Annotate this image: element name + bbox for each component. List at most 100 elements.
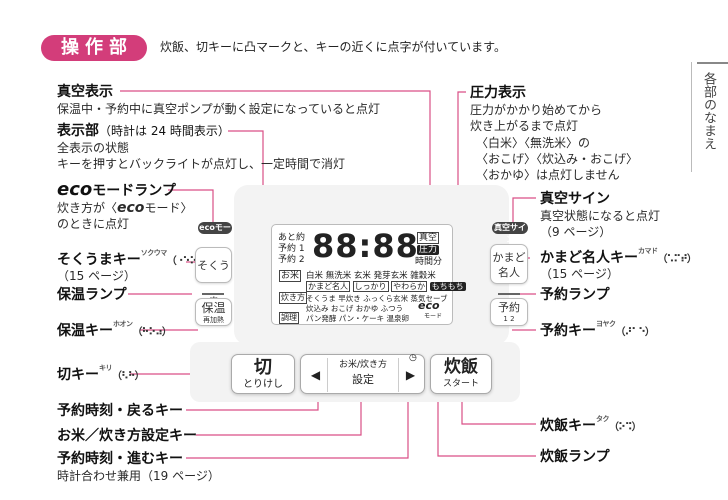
section-title-badge: 操作部 (41, 35, 147, 61)
warm-button-sub: 再加熱 (203, 316, 224, 324)
display-line2: キーを押すとバックライトが点灯し、一定時間で消灯 (57, 157, 346, 171)
eco-lamp-line1-pre: 炊き方が〈 (57, 201, 118, 215)
kamado-button-line2: 名人 (498, 266, 520, 279)
pressure-line2: 炊き上がるまで点灯 (470, 119, 579, 133)
side-rule (691, 62, 692, 172)
eco-mode-lamp: ecoモード (198, 222, 232, 244)
clock-icon: ◷ (409, 353, 417, 363)
lcd-yoyaku1: 予約 1 (278, 244, 305, 254)
off-key-ruby: キリ (99, 364, 113, 372)
setting-button[interactable]: お米/炊き方 設定 (331, 359, 395, 387)
sokuuma-key-label: そくうまキーソクウマ（⠐⠑⠕⠁⠍） (57, 249, 220, 271)
cook-key-braille: （⠕⠩） (609, 422, 642, 433)
warm-key-text: 保温キー (57, 323, 113, 339)
leader-vacuum-sign (512, 197, 536, 222)
timer-key-text: 予約キー (540, 323, 596, 339)
warm-lamp (202, 293, 224, 295)
lcd-vacuum: 真空 (417, 232, 440, 244)
lcd-digits: 88:88 (312, 227, 419, 265)
pressure-line3: 〈白米〉〈無洗米〉の (476, 136, 591, 150)
cook-button-label: 炊飯 (444, 357, 478, 377)
timer-button-sub: 1 2 (503, 315, 515, 323)
warm-button[interactable]: 保温 再加熱 (195, 298, 232, 326)
timer-button[interactable]: 予約 1 2 (490, 298, 528, 326)
cook-lamp-label: 炊飯ランプ (540, 449, 610, 465)
eco-lamp-line2: のときに点灯 (57, 217, 130, 231)
cook-button-sub: スタート (442, 379, 479, 389)
sokuuma-ruby: ソクウマ (140, 249, 168, 257)
timer-key-braille: （⠜⠁⠑） (615, 327, 655, 338)
sokuuma-button[interactable]: そくうま (195, 247, 232, 308)
forward-button[interactable]: ▶ (398, 358, 422, 392)
lcd-time-unit: 時間分 (415, 257, 443, 267)
lcd-eco: eco (418, 299, 440, 312)
cook-key-text: 炊飯キー (540, 418, 596, 434)
lcd-shikkari: しっかり (352, 281, 389, 292)
leader-cook-key (461, 395, 536, 425)
display-label: 表示部（時計は 24 時間表示） (57, 122, 230, 140)
kamado-key-label: かまど名人キーカマド（⠡⠍⠞） (540, 247, 697, 269)
timer-lamp-label: 予約ランプ (540, 287, 610, 303)
eco-lamp-label: ecoモードランプ (57, 181, 176, 200)
lcd-yawaraka: やわらか (391, 281, 428, 292)
leader-set-key (196, 394, 362, 436)
leader-cook-lamp (437, 382, 536, 457)
lcd-kamado: かまど名人 (306, 281, 350, 292)
timer-settings-group: ◀ お米/炊き方 設定 ▶ ◷ (300, 353, 425, 394)
lcd-cook-tag: 調理 (279, 312, 299, 324)
timer-button-label: 予約 (498, 301, 520, 314)
lcd-kamado-row: かまど名人 しっかり やわらか もちもち (306, 281, 466, 292)
leader-eco-lamp (168, 189, 214, 222)
rice-setting-key-label: お米／炊き方設定キー (57, 428, 197, 444)
pressure-line1: 圧力がかかり始めてから (470, 103, 603, 117)
vacuum-sign-label: 真空サイン (540, 191, 610, 207)
forward-arrow-icon: ▶ (405, 368, 416, 382)
lcd-yoyaku2: 予約 2 (278, 255, 305, 265)
warm-key-braille: （⠓⠕⠴） (132, 327, 172, 338)
vacuum-display-desc: 保温中・予約中に真空ポンプが動く設定になっていると点灯 (57, 102, 381, 116)
kamado-key-page: （15 ページ） (540, 267, 619, 281)
off-button-sub: とりけし (243, 379, 283, 390)
off-key-label: 切キーキリ（⠣⠓） (57, 364, 145, 386)
off-button-label: 切 (254, 357, 272, 378)
vacuum-sign-lamp: 真空サイン (492, 222, 528, 244)
pressure-line5: 〈おかゆ〉は点灯しません (476, 168, 620, 182)
off-key-text: 切キー (57, 367, 99, 383)
setting-button-line1: お米/炊き方 (338, 360, 388, 370)
display-line1: 全表示の状態 (57, 141, 130, 155)
timer-lamp (498, 293, 520, 295)
lcd-ato: あと約 (278, 233, 306, 243)
kamado-button-line1: かまど (492, 251, 526, 264)
leader-forward-key (186, 382, 409, 459)
off-button[interactable]: 切 とりけし (231, 354, 295, 394)
warm-lamp-label: 保温ランプ (57, 287, 127, 303)
eco-lamp-line1-eco: eco (117, 200, 145, 216)
kamado-key-text: かまど名人キー (540, 250, 638, 266)
cook-key-ruby: タク (596, 415, 610, 423)
pressure-display-label: 圧力表示 (470, 85, 526, 101)
cook-key-label: 炊飯キータク（⠕⠩） (540, 415, 642, 437)
lcd-rice-tag: お米 (279, 270, 302, 282)
eco-lamp-line1: 炊き方が〈ecoモード〉 (57, 200, 192, 217)
side-divider (697, 62, 728, 64)
timer-forward-key-desc: 時計合わせ兼用（19 ページ） (57, 469, 220, 483)
warm-key-label: 保温キーホオン（⠓⠕⠴） (57, 320, 172, 342)
cook-button[interactable]: 炊飯 スタート (430, 354, 492, 394)
back-button[interactable]: ◀ (304, 358, 328, 392)
lcd-method-row2: 炊込み おこげ おかゆ ふつう (306, 304, 404, 313)
setting-button-line2: 設定 (352, 373, 374, 386)
side-tab-label: 各部のなまえ (701, 72, 716, 150)
eco-lamp-line1-post: モード〉 (144, 201, 193, 215)
vacuum-sign-line1: 真空状態になると点灯 (540, 209, 661, 223)
display-label-text: 表示部 (57, 123, 99, 139)
off-key-braille: （⠣⠓） (112, 371, 145, 382)
kamado-key-ruby: カマド (638, 247, 658, 255)
sokuuma-page: （15 ページ） (57, 269, 136, 283)
lcd-cook-row: パン発酵 パン・ケーキ 温泉卵 (306, 314, 410, 323)
eco-lamp-rest: モードランプ (92, 183, 176, 199)
kamado-button[interactable]: かまど 名人 (490, 244, 528, 284)
kamado-key-braille: （⠡⠍⠞） (657, 254, 697, 265)
sokuuma-braille: （⠐⠑⠕⠁⠍） (166, 256, 220, 267)
intro-text: 炊飯、切キーに凸マークと、キーの近くに点字が付いています。 (160, 40, 506, 54)
